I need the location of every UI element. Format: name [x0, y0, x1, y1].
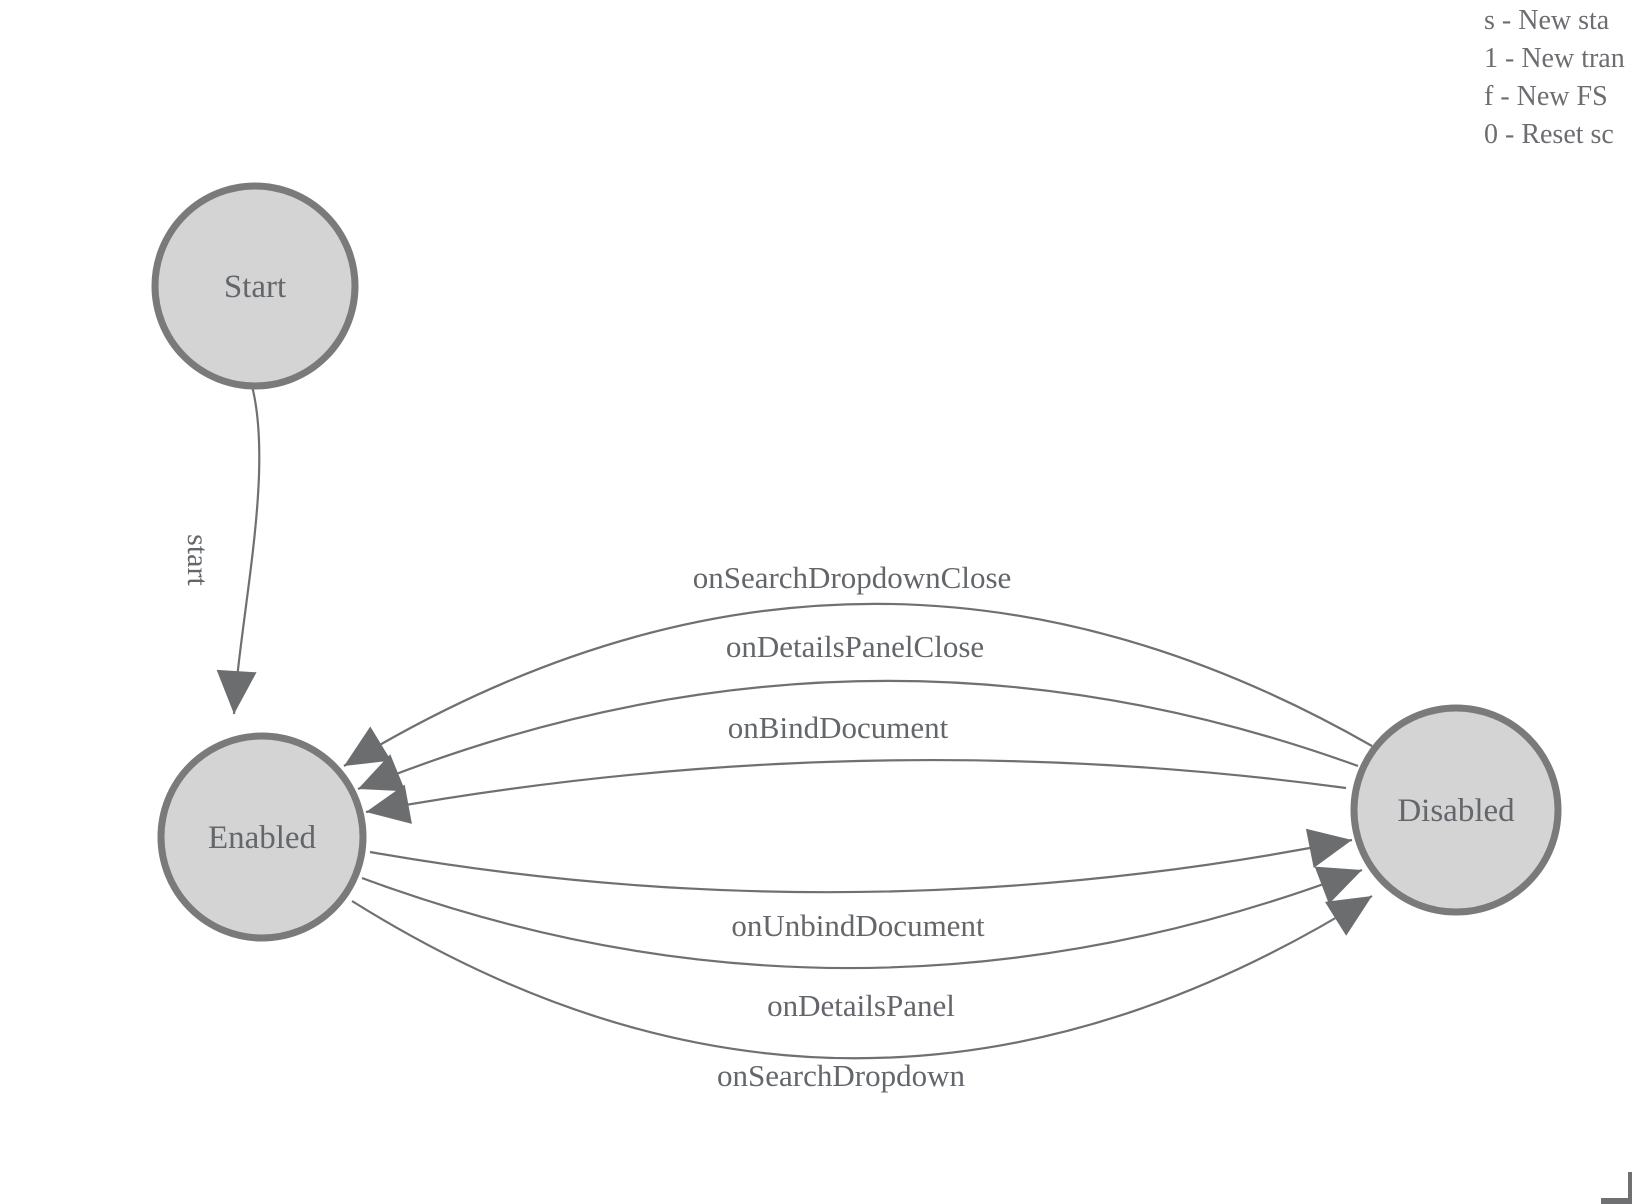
edge-ondetailspanel[interactable] [361, 866, 1363, 970]
legend-line-new-state: s - New sta [1484, 5, 1610, 36]
state-node-start[interactable]: Start [151, 182, 359, 390]
edge-start[interactable] [216, 385, 261, 715]
state-circle-start [151, 182, 359, 390]
edge-label-onsearchdropdownclose[interactable]: onSearchDropdownClose [693, 560, 1012, 595]
edge-ondetailspanelclose[interactable] [357, 679, 1359, 792]
transition-group-enabled-to-disabled: onUnbindDocument onDetailsPanel onSearch… [351, 828, 1373, 1093]
state-circle-disabled [1350, 704, 1562, 916]
edge-label-onsearchdropdown[interactable]: onSearchDropdown [717, 1058, 965, 1093]
shortcut-legend: s - New sta 1 - New tran f - New FS 0 - … [1484, 5, 1625, 150]
canvas-corner-mark [1601, 1172, 1632, 1204]
state-node-enabled[interactable]: Enabled [157, 732, 367, 942]
state-label-start: Start [224, 269, 286, 305]
edge-onbinddocument[interactable] [365, 759, 1347, 824]
legend-line-new-transition: 1 - New tran [1484, 43, 1625, 74]
state-node-disabled[interactable]: Disabled [1350, 704, 1562, 916]
edge-onsearchdropdown[interactable] [351, 895, 1373, 1060]
state-label-enabled: Enabled [208, 820, 317, 856]
edge-onsearchdropdownclose[interactable] [343, 602, 1373, 767]
legend-line-new-fsm: f - New FS [1484, 81, 1608, 112]
edge-label-start[interactable]: start [181, 534, 214, 586]
edge-label-ondetailspanelclose[interactable]: onDetailsPanelClose [726, 629, 984, 664]
state-label-disabled: Disabled [1397, 793, 1515, 829]
transition-group-disabled-to-enabled: onSearchDropdownClose onDetailsPanelClos… [343, 560, 1373, 824]
state-circle-enabled [157, 732, 367, 942]
corner-mark-horizontal [1601, 1198, 1632, 1204]
edge-label-onunbinddocument[interactable]: onUnbindDocument [731, 908, 985, 943]
legend-line-reset: 0 - Reset sc [1484, 119, 1614, 150]
edge-label-onbinddocument[interactable]: onBindDocument [728, 710, 949, 745]
edge-label-ondetailspanel[interactable]: onDetailsPanel [767, 988, 955, 1023]
corner-mark-vertical [1628, 1172, 1632, 1204]
edge-onunbinddocument[interactable] [369, 828, 1353, 894]
transition-start: start [181, 385, 261, 715]
